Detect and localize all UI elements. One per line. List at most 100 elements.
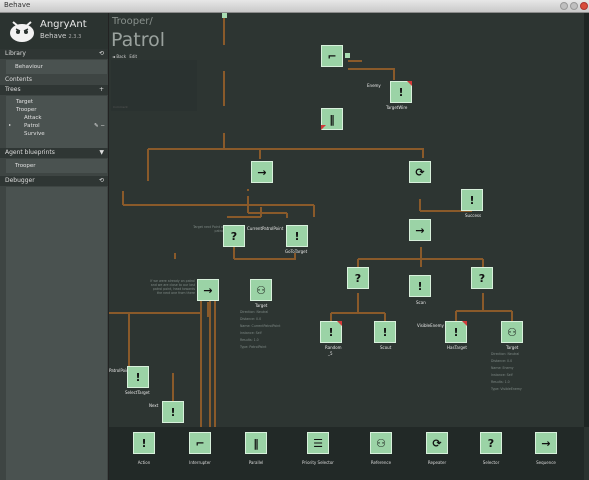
selecttarget-action-node[interactable]: ! — [127, 366, 149, 388]
sequence-left-node[interactable]: → — [251, 161, 273, 183]
sequence-right-node[interactable]: → — [409, 219, 431, 241]
tree-canvas[interactable]: Trooper/ Patrol ◄ Back Edit Comment ⌐ En… — [109, 13, 584, 427]
comment-panel[interactable]: Comment — [111, 60, 197, 111]
back-link[interactable]: ◄ Back — [112, 54, 127, 59]
sequence-icon: → — [535, 432, 557, 454]
random-sub-label: _5 — [328, 351, 333, 356]
selector-r2-node[interactable]: ? — [471, 267, 493, 289]
action-icon: ! — [133, 432, 155, 454]
tree-item-trooper[interactable]: Trooper — [16, 107, 37, 113]
scan-action-node[interactable]: ! — [409, 275, 431, 297]
debugger-pane — [6, 187, 107, 480]
maximize-button[interactable] — [570, 2, 578, 10]
palette-action[interactable]: !Action — [120, 432, 168, 465]
debugger-refresh-icon[interactable]: ⟲ — [98, 177, 104, 184]
breadcrumb[interactable]: Trooper/ — [112, 16, 153, 27]
palette-parallel[interactable]: ‖Parallel — [232, 432, 280, 465]
vertical-scrollbar[interactable] — [584, 13, 589, 427]
random-action-node[interactable]: ! — [320, 321, 342, 343]
agent-item-trooper[interactable]: Trooper — [15, 163, 36, 169]
palette-sequence[interactable]: →Sequence — [522, 432, 570, 465]
selector-r1-node[interactable]: ? — [347, 267, 369, 289]
library-header[interactable]: Library ⟲ — [0, 49, 108, 59]
reference-target2-label: Target — [506, 345, 519, 350]
minimize-button[interactable] — [560, 2, 568, 10]
tree-item-target[interactable]: Target — [16, 99, 34, 105]
app-name: AngryAnt — [40, 19, 87, 30]
hastarget-label: HasTarget — [447, 345, 467, 350]
node-palette: !Action ⌐Interrupter ‖Parallel ☰Priority… — [109, 427, 584, 480]
breakpoint-flag — [407, 81, 412, 86]
selector-left-node[interactable]: ? — [223, 225, 245, 247]
library-toggle-icon[interactable]: ⟲ — [98, 50, 104, 57]
tree-item-patrol-actions[interactable]: ✎ − — [94, 123, 105, 129]
scout-action-node[interactable]: ! — [374, 321, 396, 343]
sequence-mid-node[interactable]: → — [197, 279, 219, 301]
enemy-label: Enemy — [367, 83, 381, 88]
repeater-icon: ⟳ — [426, 432, 448, 454]
reference-target-props: Direction: Neutral Distance: 0.0 Name: C… — [240, 310, 281, 349]
tree-item-attack[interactable]: Attack — [24, 115, 42, 121]
hastarget-action-node[interactable]: ! — [445, 321, 467, 343]
sidebar: AngryAnt Behave 2.3.3 Library ⟲ Behaviou… — [0, 13, 109, 480]
random-label: Random — [325, 345, 342, 350]
targetwire-label: TargetWire — [386, 105, 408, 110]
success-label: Success — [465, 213, 482, 218]
close-button[interactable] — [580, 2, 588, 10]
library-pane: Behaviour — [6, 60, 107, 74]
success-action-node[interactable]: ! — [461, 189, 483, 211]
palette-priority-selector[interactable]: ☰Priority Selector — [294, 432, 342, 465]
hastarget-flag — [462, 321, 467, 326]
parallel-icon: ‖ — [245, 432, 267, 454]
current-patrol-label: CurrentPatrolPoint — [247, 226, 284, 231]
version-label: 2.3.3 — [68, 34, 82, 40]
tree-item-patrol[interactable]: Patrol — [24, 123, 40, 129]
palette-interrupter[interactable]: ⌐Interrupter — [176, 432, 224, 465]
palette-reference[interactable]: ⚇Reference — [357, 432, 405, 465]
title-bar: Behave — [0, 0, 589, 13]
tree-title: Patrol — [111, 29, 165, 51]
patrol-point-label: PatrolPoint — [109, 368, 131, 373]
reference-target2-props: Direction: Neutral Distance: 0.0 Name: E… — [491, 352, 522, 391]
interrupter-icon: ⌐ — [189, 432, 211, 454]
random-flag — [337, 321, 342, 326]
app-logo: AngryAnt Behave 2.3.3 — [0, 13, 108, 49]
palette-selector[interactable]: ?Selector — [467, 432, 515, 465]
palette-repeater[interactable]: ⟳Repeater — [413, 432, 461, 465]
reference-icon: ⚇ — [370, 432, 392, 454]
interrupter-node[interactable]: ⌐ — [321, 45, 343, 67]
priority-selector-icon: ☰ — [307, 432, 329, 454]
agent-blueprints-header[interactable]: Agent blueprints ▼ — [0, 148, 108, 158]
agents-pane: Trooper — [6, 159, 107, 173]
visible-enemy-label: VisibleEnemy — [417, 323, 444, 328]
repeater-node[interactable]: ⟳ — [409, 161, 431, 183]
root-port[interactable] — [222, 13, 227, 18]
reference-target-node[interactable]: ⚇ — [250, 279, 272, 301]
scan-label: Scan — [416, 300, 426, 305]
library-item-behaviour[interactable]: Behaviour — [15, 64, 43, 70]
interrupter-out-port[interactable] — [345, 53, 350, 58]
parallel-flag — [321, 125, 326, 130]
next-action-node[interactable]: ! — [162, 401, 184, 423]
goto-action-node[interactable]: ! — [286, 225, 308, 247]
debugger-header[interactable]: Debugger ⟲ — [0, 176, 108, 186]
reference-target-label: Target — [255, 303, 268, 308]
comment-hint: Comment — [113, 105, 128, 109]
connection-lines — [109, 13, 513, 427]
parallel-node[interactable]: ‖ — [321, 108, 343, 130]
goto-label: GoToTarget — [285, 249, 308, 254]
edit-link[interactable]: Edit — [129, 54, 138, 59]
agent-collapse-icon[interactable]: ▼ — [99, 149, 104, 156]
contents-header: Contents — [5, 76, 32, 83]
selected-arrow-icon: ▸ — [9, 122, 12, 127]
tree-item-survive[interactable]: Survive — [24, 131, 45, 137]
window-title: Behave — [4, 1, 31, 9]
add-tree-icon[interactable]: + — [98, 86, 104, 93]
targetwire-action-node[interactable]: ! — [390, 81, 412, 103]
trees-header[interactable]: Trees + — [0, 85, 108, 95]
product-name: Behave 2.3.3 — [40, 32, 82, 40]
editor-menu: ◄ Back Edit — [112, 54, 137, 59]
selector-icon: ? — [480, 432, 502, 454]
reference-target2-node[interactable]: ⚇ — [501, 321, 523, 343]
